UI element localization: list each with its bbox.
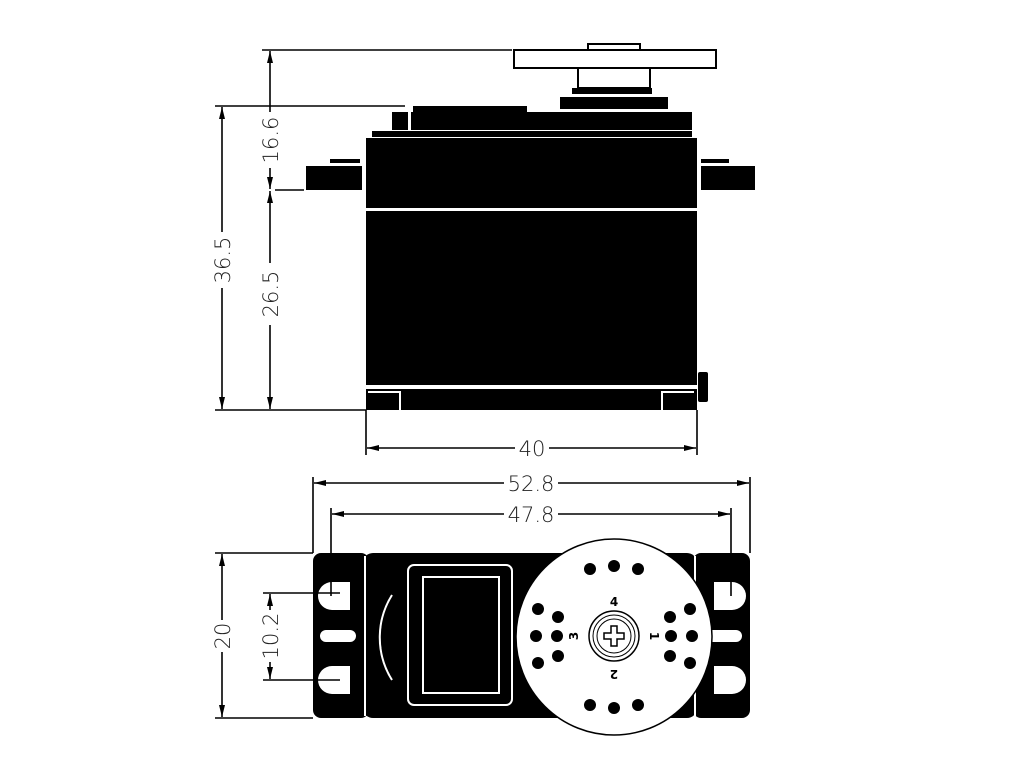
- top-plate: [372, 131, 692, 137]
- dim-label-mount-hole-spacing: 47.8: [508, 503, 555, 527]
- horn-holes: [530, 560, 698, 714]
- left-ear-lip: [330, 159, 360, 163]
- dim-label-overall-length: 52.8: [508, 472, 555, 496]
- case-arc: [378, 594, 393, 681]
- top-cover-raised: [413, 106, 527, 114]
- dim-label-flange-to-bottom: 26.5: [259, 271, 283, 318]
- top-view: 1 2 3 4 52.8 47.8 20 10.2: [211, 472, 751, 736]
- right-mount-ear: [701, 166, 755, 190]
- gear-boss: [560, 97, 668, 109]
- middle-case: [366, 211, 697, 385]
- bottom-case: [366, 389, 697, 410]
- dim-label-hole-pitch: 10.2: [259, 613, 283, 660]
- dim-label-horn-to-flange: 16.6: [259, 117, 283, 164]
- top-cover: [411, 112, 692, 130]
- horn-label-2: 2: [610, 667, 618, 681]
- horn-label-4: 4: [610, 595, 618, 609]
- dim-label-depth: 20: [211, 623, 235, 650]
- cable-exit: [698, 372, 708, 402]
- label-panel-inner: [422, 576, 500, 694]
- left-mount-ear: [306, 166, 362, 190]
- dim-label-width: 40: [519, 437, 546, 461]
- horn-disk: [513, 49, 717, 69]
- top-cover-tab: [392, 112, 408, 130]
- output-shaft: [577, 67, 651, 89]
- dim-label-overall-height: 36.5: [211, 237, 235, 284]
- horn-label-3: 3: [567, 632, 581, 640]
- horn-label-1: 1: [647, 632, 661, 640]
- bottom-feet-outline: [368, 391, 694, 410]
- upper-case: [366, 138, 697, 208]
- right-ear-lip: [701, 159, 729, 163]
- side-view: 36.5 16.6 26.5 40: [211, 43, 755, 461]
- horn-screw-icon: [603, 625, 625, 647]
- shaft-collar: [572, 88, 652, 94]
